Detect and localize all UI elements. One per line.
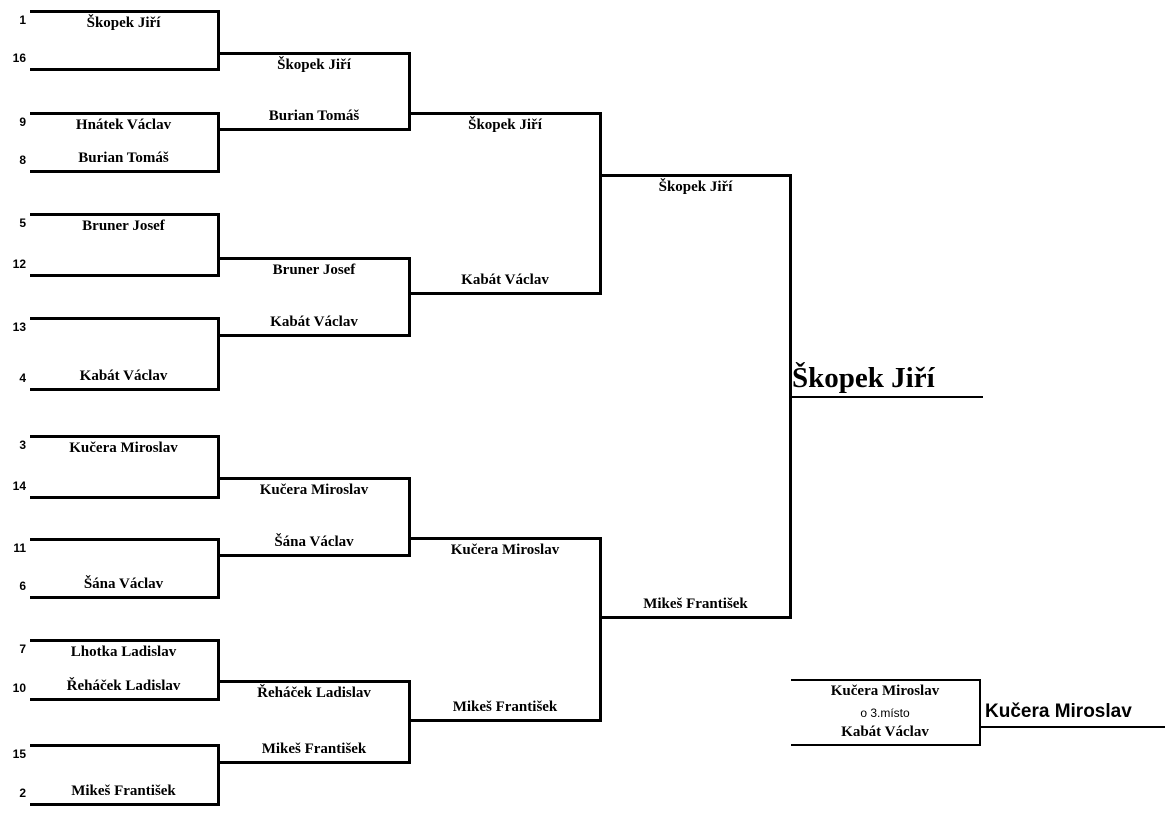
seed-number: 8 (19, 153, 26, 167)
round1-match-1: Škopek Jiří (30, 10, 220, 71)
seed-number: 12 (12, 257, 26, 271)
player-name: Burian Tomáš (78, 150, 169, 166)
player-name: Hnátek Václav (75, 117, 172, 133)
seed-number: 5 (19, 216, 26, 230)
round2-match-2: Bruner Josef Kabát Václav (220, 257, 411, 337)
player-name: Škopek Jiří (86, 15, 161, 31)
round1-match-5: Kučera Miroslav (30, 435, 220, 499)
player-name: Kabát Václav (461, 272, 549, 288)
player-name: Kučera Miroslav (450, 542, 560, 558)
round2-match-4: Řeháček Ladislav Mikeš František (220, 680, 411, 764)
semifinal-match-2: Kučera Miroslav Mikeš František (411, 537, 602, 722)
player-name: Mikeš František (261, 741, 367, 757)
seed-number: 4 (19, 371, 26, 385)
player-name: Kučera Miroslav (259, 482, 369, 498)
player-name: Škopek Jiří (468, 117, 542, 133)
player-name: Kučera Miroslav (69, 440, 178, 456)
round1-match-2: Hnátek Václav Burian Tomáš (30, 112, 220, 173)
player-name: Bruner Josef (82, 218, 165, 234)
seed-number: 15 (12, 747, 26, 761)
player-name: Lhotka Ladislav (70, 644, 177, 660)
seed-number: 13 (12, 320, 26, 334)
player-name: Šána Václav (274, 534, 354, 550)
player-name: Šána Václav (83, 576, 164, 592)
seed-number: 1 (19, 13, 26, 27)
player-name: Kučera Miroslav (830, 683, 940, 699)
seed-number: 10 (12, 681, 26, 695)
player-name: Škopek Jiří (658, 179, 733, 195)
player-name: Mikeš František (643, 596, 748, 612)
seed-number: 7 (19, 642, 26, 656)
round1-match-3: Bruner Josef (30, 213, 220, 277)
third-place-label: o 3.místo (860, 705, 910, 720)
player-name: Řeháček Ladislav (257, 685, 371, 701)
seed-number: 9 (19, 115, 26, 129)
seed-number: 3 (19, 438, 26, 452)
semifinal-match-1: Škopek Jiří Kabát Václav (411, 112, 602, 295)
player-name: Bruner Josef (272, 262, 356, 278)
round2-match-3: Kučera Miroslav Šána Václav (220, 477, 411, 557)
round1-match-6: Šána Václav (30, 538, 220, 599)
player-name: Řeháček Ladislav (66, 678, 181, 694)
player-name: Kabát Václav (79, 368, 168, 384)
player-name: Mikeš František (452, 699, 558, 715)
seed-number: 6 (19, 579, 26, 593)
round1-match-8: Mikeš František (30, 744, 220, 806)
player-name: Kabát Václav (841, 724, 929, 740)
round1-match-7: Lhotka Ladislav Řeháček Ladislav (30, 639, 220, 701)
seed-number: 11 (13, 541, 26, 555)
seed-number: 16 (12, 51, 26, 65)
player-name: Mikeš František (71, 783, 176, 799)
champion-name: Škopek Jiří (790, 361, 983, 398)
third-place-winner: Kučera Miroslav (981, 701, 1165, 728)
round2-match-1: Škopek Jiří Burian Tomáš (220, 52, 411, 131)
seed-number: 14 (12, 479, 26, 493)
player-name: Burian Tomáš (268, 108, 360, 124)
player-name: Škopek Jiří (277, 57, 351, 73)
player-name: Kabát Václav (270, 314, 358, 330)
round1-match-4: Kabát Václav (30, 317, 220, 391)
third-place-match: Kučera Miroslav o 3.místo Kabát Václav (791, 679, 981, 746)
seed-number: 2 (19, 786, 26, 800)
final-match: Škopek Jiří Mikeš František (602, 174, 792, 619)
